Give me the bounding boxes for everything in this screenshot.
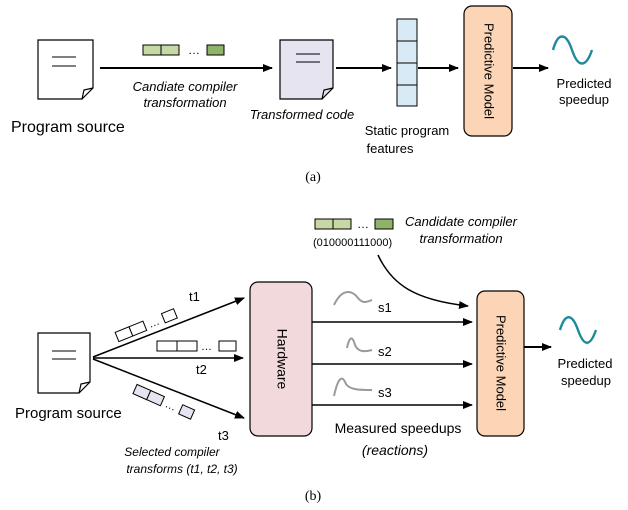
panel-b: … (010000111000) Candidate compiler tran… xyxy=(15,214,612,504)
measured-label-line1: Measured speedups xyxy=(335,420,462,436)
program-source-label-b: Program source xyxy=(15,405,122,422)
transformed-code-doc-icon xyxy=(279,39,334,100)
caption-a: (a) xyxy=(305,170,321,185)
predicted-label-b-line1: Predicted xyxy=(558,356,613,371)
transform-vector-t2: … xyxy=(156,340,237,353)
static-features-label-line1: Static program xyxy=(365,123,450,138)
measured-label-line2: (reactions) xyxy=(362,442,428,458)
panel-a: Program source … Candiate compiler trans… xyxy=(11,5,612,185)
candidate-label-b-line2: transformation xyxy=(419,231,502,246)
arrow-candidate-to-model-b xyxy=(377,254,469,309)
program-source-label-a: Program source xyxy=(11,119,125,136)
predictive-model-box-b xyxy=(476,290,525,437)
predictive-model-label-a: Predictive Model xyxy=(482,23,497,119)
t2-label: t2 xyxy=(196,362,207,377)
arrow-t3 xyxy=(92,358,245,419)
selected-label-line1: Selected compiler xyxy=(124,445,220,459)
predictive-model-box-a xyxy=(463,5,513,137)
predicted-label-a-line2: speedup xyxy=(559,92,609,107)
transformed-code-label: Transformed code xyxy=(250,107,355,122)
candidate-label-a-line2: transformation xyxy=(143,95,226,110)
hardware-box xyxy=(249,281,313,437)
candidate-label-a-line1: Candiate compiler xyxy=(133,79,238,94)
arrow-t1 xyxy=(92,297,245,358)
candidate-vector-b: … xyxy=(314,217,394,231)
speedup-wave-icon-a xyxy=(551,35,594,65)
candidate-vector-a: … xyxy=(142,43,225,57)
transform-vector-t1: … xyxy=(114,308,178,343)
caption-b: (b) xyxy=(305,489,322,504)
t1-label: t1 xyxy=(189,289,200,304)
s2-label: s2 xyxy=(378,344,392,359)
reaction-wave-icon-s1 xyxy=(333,291,373,306)
speedup-wave-icon-b xyxy=(558,316,598,344)
reaction-wave-icon-s2 xyxy=(346,337,373,353)
t3-label: t3 xyxy=(218,428,229,443)
predictive-model-label-b: Predictive Model xyxy=(494,315,509,411)
vector-ellipsis-a: … xyxy=(188,43,200,57)
transform-vector-t3: … xyxy=(132,383,196,420)
static-features-label-line2: features xyxy=(367,141,414,156)
vector-ellipsis-b: … xyxy=(357,217,369,231)
predicted-label-b-line2: speedup xyxy=(561,373,611,388)
selected-label-line2: transforms (t1, t2, t3) xyxy=(126,462,237,476)
candidate-label-b-line1: Candidate compiler xyxy=(405,214,518,229)
program-source-doc-icon-b xyxy=(37,332,91,394)
s3-label: s3 xyxy=(378,385,392,400)
predicted-label-a-line1: Predicted xyxy=(557,76,612,91)
binary-code-label: (010000111000) xyxy=(313,237,392,249)
vector-ellipsis-t3: … xyxy=(163,398,178,413)
static-feature-vector xyxy=(396,18,418,107)
program-source-doc-icon-a xyxy=(37,39,94,100)
vector-ellipsis-t1: … xyxy=(147,316,162,331)
reaction-wave-icon-s3 xyxy=(333,377,373,397)
hardware-label: Hardware xyxy=(274,329,290,390)
s1-label: s1 xyxy=(378,300,392,315)
vector-ellipsis-t2: … xyxy=(201,341,212,353)
